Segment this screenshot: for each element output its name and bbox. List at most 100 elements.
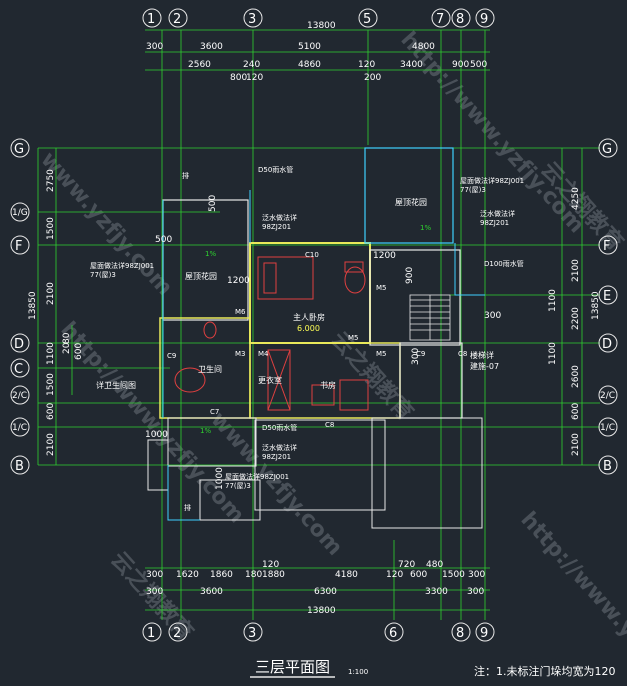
- dim-total-right: 13850: [591, 291, 601, 320]
- axis-label: F: [603, 239, 610, 254]
- note-slope: 1%: [205, 250, 216, 258]
- door-tag: M3: [235, 350, 246, 358]
- dim-text: 300: [146, 42, 163, 52]
- note-drain-pipe: D100雨水管: [484, 259, 524, 268]
- room-bath-detail: 详卫生间图: [96, 380, 136, 390]
- room-roof-garden-left: 屋顶花园: [185, 271, 217, 281]
- dim-text: 600: [74, 343, 84, 360]
- window-tag: C7: [210, 408, 219, 416]
- dim-text: 120: [358, 60, 375, 70]
- note-roof: 屋面做法详98ZJ001: [225, 472, 289, 481]
- dim-text: 2100: [571, 259, 581, 282]
- dim-text: 480: [426, 560, 443, 570]
- room-study: 书房: [320, 380, 336, 390]
- note-roof: 屋面做法详98ZJ001: [460, 176, 524, 185]
- dim-text: 1620: [176, 570, 199, 580]
- dim-text: 5100: [298, 42, 321, 52]
- dimension-lines: [37, 29, 583, 611]
- dim-text: 900: [405, 267, 415, 284]
- note-overflow: 泛水做法详: [262, 213, 297, 222]
- note-drain-pipe: D50雨水管: [258, 165, 293, 174]
- dim-text: 1500: [46, 373, 56, 396]
- axis-label: 2: [173, 12, 181, 27]
- window-tag: C9: [416, 350, 425, 358]
- axis-label: 6: [389, 626, 397, 641]
- dim-text: 500: [155, 235, 172, 245]
- dim-text: 1200: [227, 276, 250, 286]
- dim-text: 720: [398, 560, 415, 570]
- dim-text: 2750: [46, 169, 56, 192]
- dim-text: 1200: [373, 251, 396, 261]
- furniture: [174, 256, 369, 411]
- opening-labels: C7 C8 C9 C10 M6 M3 M4 M5 M5 M5 C9 C8 120…: [145, 195, 467, 490]
- top-dimensions: 13800 300 3600 5100 4800 2560 240 4860 1…: [146, 21, 487, 83]
- dim-text: 800: [230, 73, 247, 83]
- dim-text: 1000: [215, 467, 225, 490]
- room-dressing: 更衣室: [258, 375, 282, 385]
- right-dimensions: 13850 4250 2100 2200 1100 2600 600 2100 …: [484, 187, 601, 456]
- stair-ref-2: 建施-07: [470, 361, 499, 371]
- axis-label: F: [15, 239, 22, 254]
- note-rain-pipe: 排: [182, 171, 189, 180]
- left-dimensions: 13850 2750 1500 2100 1100 1500 600 2100 …: [28, 169, 84, 456]
- axis-bubbles-left: G 1/G F D C 2/C 1/C B: [10, 138, 30, 475]
- dim-text: 4180: [335, 570, 358, 580]
- axis-label: D: [602, 337, 612, 352]
- window-tag: C8: [325, 421, 334, 429]
- watermark-text-5: 云之翔教育: [326, 327, 419, 426]
- dim-text: 2100: [46, 433, 56, 456]
- room-master-bedroom: 主人卧房: [293, 312, 325, 322]
- room-roof-garden-right: 屋顶花园: [395, 197, 427, 207]
- drawing-title-text: 三层平面图: [255, 658, 330, 676]
- note-drain-pipe: D50雨水管: [262, 423, 297, 432]
- axis-label: 1/G: [12, 208, 28, 218]
- note-rain-pipe: 排: [184, 503, 191, 512]
- dim-text: 600: [571, 403, 581, 420]
- drawing-scale: 1:100: [348, 668, 368, 676]
- door-tag: M4: [258, 350, 269, 358]
- bottom-dimensions: 13800 300 3600 6300 3300 300 300 1620 18…: [146, 560, 485, 616]
- dim-text: 20: [62, 342, 72, 354]
- dim-text: 120: [386, 570, 403, 580]
- stair-ref: 楼梯详: [470, 350, 494, 360]
- axis-label: 5: [363, 12, 371, 27]
- dim-text: 1860: [210, 570, 233, 580]
- annotation-notes: D50雨水管 D50雨水管 D100雨水管 泛水做法详 98ZJ201 泛水做法…: [90, 165, 524, 512]
- note-overflow: 98ZJ201: [480, 219, 509, 227]
- axis-label: 9: [480, 626, 488, 641]
- axis-label: 9: [480, 12, 488, 27]
- dim-text: 1100: [548, 342, 558, 365]
- axis-bubbles-bottom: 1 2 3 6 8 9: [142, 622, 495, 642]
- dim-text: 120: [262, 560, 279, 570]
- dim-total-left: 13850: [28, 291, 38, 320]
- door-tag: M5: [376, 350, 387, 358]
- window-tag: C10: [305, 251, 319, 259]
- door-tag: M5: [376, 284, 387, 292]
- axis-label: 1: [147, 12, 155, 27]
- roof-outlines: [162, 190, 485, 521]
- dim-text: 300: [468, 570, 485, 580]
- note-roof: 77(屋)3: [225, 482, 251, 490]
- dim-text: 3600: [200, 42, 223, 52]
- dim-text: 4800: [412, 42, 435, 52]
- dim-text: 300: [146, 570, 163, 580]
- dim-text: 3400: [400, 60, 423, 70]
- dim-text: 600: [46, 403, 56, 420]
- note-roof: 77(屋)3: [90, 271, 116, 279]
- room-labels: 屋顶花园 屋顶花园 主人卧房 6.000 更衣室 书房 卫生间 详卫生间图 楼梯…: [96, 197, 499, 390]
- axis-label: C: [14, 362, 23, 377]
- drawing-title: 三层平面图 1:100 注：1.未标注门垛均宽为120: [250, 658, 616, 678]
- dim-text: 1880: [262, 570, 285, 580]
- window-tag: C9: [167, 352, 176, 360]
- dim-text: 300: [146, 587, 163, 597]
- dim-text: 4250: [571, 187, 581, 210]
- dim-text: 200: [364, 73, 381, 83]
- dim-text: 240: [243, 60, 260, 70]
- note-slope: 1%: [420, 224, 431, 232]
- dim-text: 2200: [571, 307, 581, 330]
- dim-text: 2100: [46, 282, 56, 305]
- dim-text: 6300: [314, 587, 337, 597]
- axis-bubbles-right: G F E D 2/C 1/C B: [598, 138, 618, 475]
- axis-label: B: [603, 459, 612, 474]
